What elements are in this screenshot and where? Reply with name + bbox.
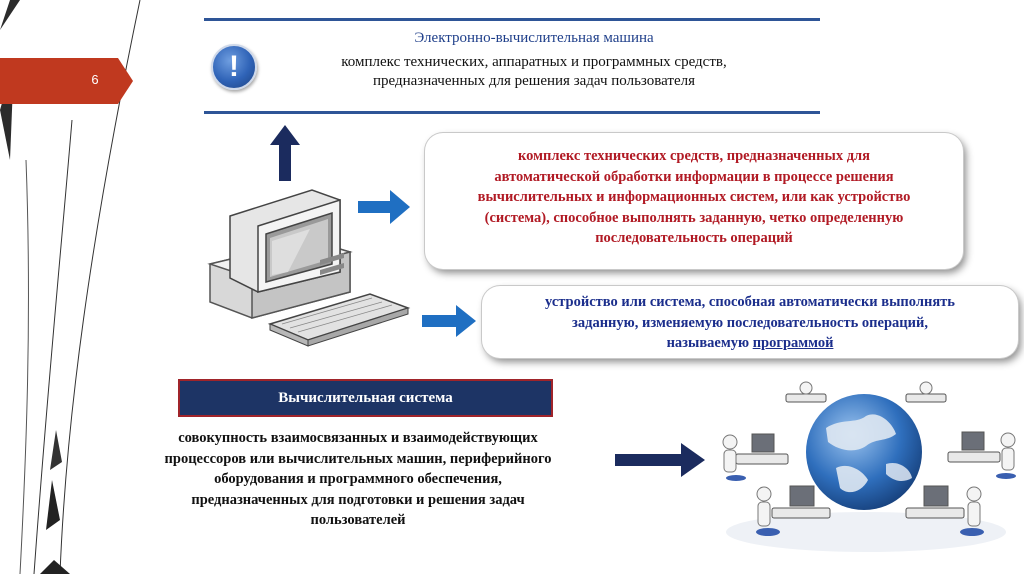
network-globe-icon: [716, 380, 1016, 560]
definition-blue-line: называемую программой: [492, 333, 1008, 354]
definition-red-line: последовательность операций: [438, 228, 950, 249]
definition-red-line: (система), способное выполнять заданную,…: [438, 208, 950, 229]
header-title: Электронно-вычислительная машина: [260, 30, 808, 47]
arrow-up-icon: [270, 125, 300, 181]
arrow-right-icon: [358, 190, 410, 224]
header-top-rule: [204, 18, 820, 21]
definition-blue-line: устройство или система, способная автома…: [492, 292, 1008, 313]
definition-blue-text: устройство или система, способная автома…: [492, 292, 1008, 354]
system-description: совокупность взаимосвязанных и взаимодей…: [118, 428, 598, 531]
page-number: 6: [80, 72, 110, 87]
arrow-right-icon: [422, 305, 476, 337]
definition-red-line: комплекс технических средств, предназнач…: [438, 146, 950, 167]
system-description-line: процессоров или вычислительных машин, пе…: [118, 449, 598, 470]
system-description-line: пользователей: [118, 510, 598, 531]
header-description: комплекс технических, аппаратных и прогр…: [260, 53, 808, 91]
definition-red-line: вычислительных и информационных систем, …: [438, 187, 950, 208]
system-description-line: предназначенных для подготовки и решения…: [118, 490, 598, 511]
arrow-right-icon: [615, 443, 705, 477]
system-description-line: совокупность взаимосвязанных и взаимодей…: [118, 428, 598, 449]
header-bottom-rule: [204, 111, 820, 114]
definition-blue-prefix: называемую: [667, 335, 753, 351]
system-description-line: оборудования и программного обеспечения,: [118, 469, 598, 490]
exclamation-icon: !: [211, 44, 257, 90]
program-link[interactable]: программой: [753, 335, 834, 351]
system-title-box: Вычислительная система: [178, 379, 553, 417]
definition-red-text: комплекс технических средств, предназнач…: [438, 146, 950, 249]
header-description-line: предназначенных для решения задач пользо…: [260, 72, 808, 91]
definition-blue-line: заданную, изменяемую последовательность …: [492, 313, 1008, 334]
header-description-line: комплекс технических, аппаратных и прогр…: [260, 53, 808, 72]
page-number-tab: [0, 58, 133, 104]
definition-red-line: автоматической обработки информации в пр…: [438, 167, 950, 188]
